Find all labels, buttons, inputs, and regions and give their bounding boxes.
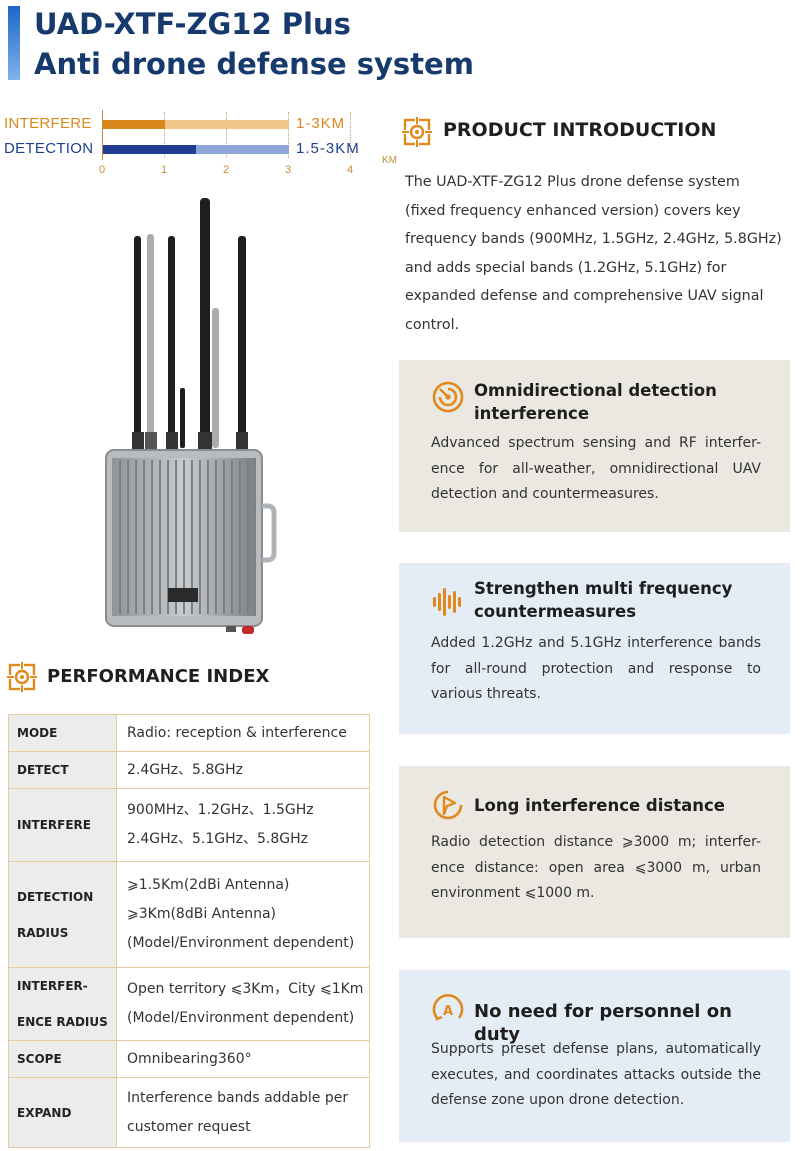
series-label-interfere: INTERFERE [4,115,92,132]
target-icon [7,662,37,692]
feature-title: Omnidirectional detection interference [474,381,717,423]
bar-detection [103,145,289,154]
tick-label: 0 [99,164,106,176]
series-label-detection: DETECTION [4,140,94,157]
feature-text: Advanced spectrum sensing and RF interfe… [431,435,761,502]
bar-detection-core [103,145,196,154]
spec-value: 2.4GHz、5.8GHz [116,751,370,789]
feature-title: No need for personnel on duty [474,1001,732,1045]
value-label-detection: 1.5-3KM [296,140,360,157]
spec-value: ⩾1.5Km(2dBi Antenna)⩾3Km(8dBi Antenna)(M… [116,861,370,968]
page-title: UAD-XTF-ZG12 Plus Anti drone defense sys… [34,4,474,84]
feature-text: Added 1.2GHz and 5.1GHz interference ban… [431,635,761,702]
title-line-2: Anti drone defense system [34,47,474,81]
device-image [105,198,277,634]
soundwave-icon [433,588,461,616]
auto-icon: A [432,994,464,1021]
svg-text:A: A [443,1004,453,1019]
table-row: MODE Radio: reception & interference [8,714,370,752]
tick-label: 2 [223,164,230,176]
grid-line [164,112,165,158]
spec-key: INTERFERE [8,788,117,862]
feature-card-multifrequency: Strengthen multi frequency countermeasur… [399,563,790,734]
tick-label: 4 [347,164,354,176]
bar-interfere-core [103,120,165,129]
chart-axis-line [102,110,103,160]
spec-key: SCOPE [8,1040,117,1078]
axis-unit: KM [382,155,397,166]
radar-icon [432,381,464,413]
product-intro-text: The UAD-XTF-ZG12 Plus drone defense syst… [405,174,782,333]
tick-label: 1 [161,164,168,176]
bar-interfere [103,120,289,129]
tick-label: 3 [285,164,292,176]
grid-line [226,112,227,158]
spec-value: Omnibearing360° [116,1040,370,1078]
feature-title: Long interference distance [474,796,725,815]
table-row: INTERFER-ENCE RADIUS Open territory ⩽3Km… [8,967,370,1041]
performance-table: MODE Radio: reception & interference DET… [8,714,370,1148]
spec-key: MODE [8,714,117,752]
target-icon [402,117,432,147]
grid-line [288,112,289,158]
bar-detection-extent [196,145,289,154]
spec-key: INTERFER-ENCE RADIUS [8,967,117,1041]
spec-key: DETECT [8,751,117,789]
performance-heading: PERFORMANCE INDEX [47,666,270,687]
title-line-1: UAD-XTF-ZG12 Plus [34,7,351,41]
bar-interfere-extent [165,120,289,129]
spec-key: EXPAND [8,1077,117,1148]
spec-value: Radio: reception & interference [116,714,370,752]
table-row: DETECT 2.4GHz、5.8GHz [8,751,370,789]
feature-title: Strengthen multi frequency countermeasur… [474,579,733,621]
spec-value: Open territory ⩽3Km，City ⩽1Km(Model/Envi… [116,967,370,1041]
table-row: SCOPE Omnibearing360° [8,1040,370,1078]
signal-icon [433,790,463,820]
product-intro-heading: PRODUCT INTRODUCTION [443,119,717,141]
feature-card-omnidirectional: Omnidirectional detection interference A… [399,360,790,532]
feature-card-unattended: A No need for personnel on duty Supports… [399,970,790,1142]
feature-text: Radio detection distance ⩾3000 m; interf… [431,834,761,901]
title-accent-bar [8,6,20,80]
grid-line [350,112,351,158]
feature-text: Supports preset defense plans, automatic… [431,1041,761,1108]
feature-card-distance: Long interference distance Radio detecti… [399,766,790,938]
value-label-interfere: 1-3KM [296,115,346,132]
